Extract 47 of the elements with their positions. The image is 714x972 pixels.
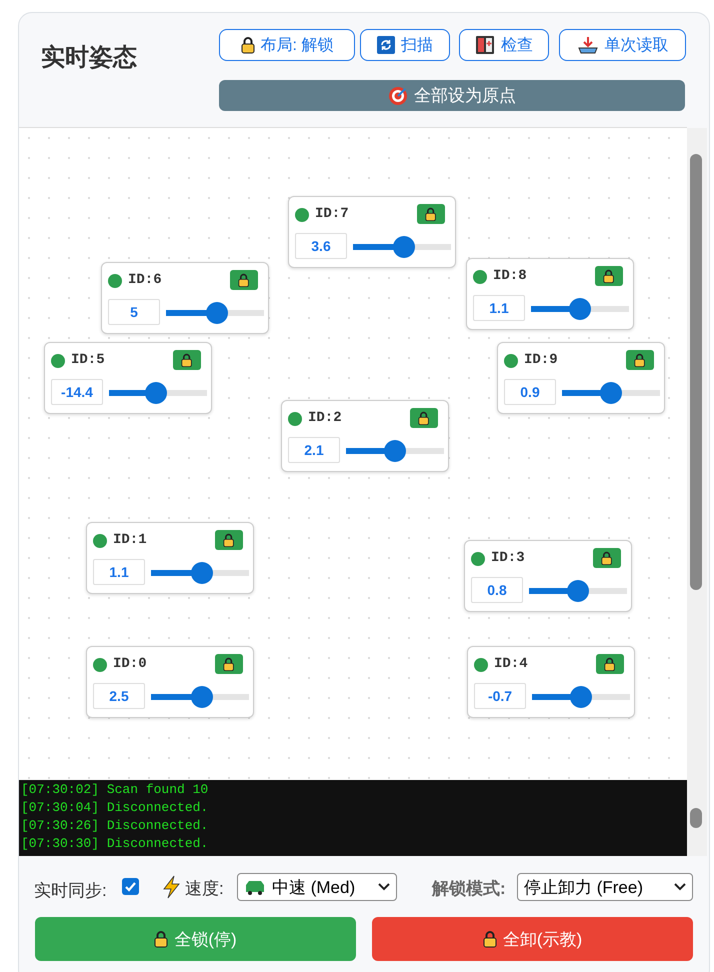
toolbar-button: 检查 <box>459 29 549 61</box>
value-field: 3.6 <box>295 233 347 259</box>
set-origin-button: 全部设为原点 <box>219 80 685 111</box>
servo-id-label: ID:6 <box>128 272 162 288</box>
value-field: 5 <box>108 299 160 325</box>
log-line: [07:30:30] Disconnected. <box>21 836 208 851</box>
servo-card <box>86 646 254 718</box>
servo-id-label: ID:5 <box>71 352 105 368</box>
servo-card <box>86 522 254 594</box>
servo-card <box>466 258 634 330</box>
servo-card <box>101 262 269 334</box>
servo-id-label: ID:8 <box>493 268 527 284</box>
page-title: 实时姿态 <box>41 43 137 73</box>
toolbar-button: 扫描 <box>360 29 450 61</box>
servo-id-label: ID:4 <box>494 656 528 672</box>
servo-id-label: ID:3 <box>491 550 525 566</box>
value-field: 0.9 <box>504 379 556 405</box>
value-field: 1.1 <box>93 559 145 585</box>
servo-card <box>281 400 449 472</box>
value-field: 0.8 <box>471 577 523 603</box>
speed-label: 速度: <box>185 878 224 900</box>
servo-card <box>467 646 635 718</box>
servo-card <box>497 342 665 414</box>
speed-dropdown: 中速 (Med) <box>237 873 397 901</box>
servo-id-label: ID:2 <box>308 410 342 426</box>
servo-card <box>44 342 212 414</box>
value-field: -14.4 <box>51 379 103 405</box>
value-field: 1.1 <box>473 295 525 321</box>
unlock-all-button: 全卸(示教) <box>372 917 693 961</box>
value-field: 2.5 <box>93 683 145 709</box>
unlock-mode-dropdown: 停止卸力 (Free) <box>517 873 693 901</box>
servo-id-label: ID:1 <box>113 532 147 548</box>
toolbar-button: 布局: 解锁 <box>219 29 355 61</box>
sync-label: 实时同步: <box>34 880 107 902</box>
value-field: -0.7 <box>474 683 526 709</box>
servo-card <box>288 196 456 268</box>
servo-id-label: ID:9 <box>524 352 558 368</box>
log-line: [07:30:02] Scan found 10 <box>21 782 208 797</box>
lock-all-button: 全锁(停) <box>35 917 356 961</box>
servo-id-label: ID:0 <box>113 656 147 672</box>
servo-id-label: ID:7 <box>315 206 349 222</box>
servo-card <box>464 540 632 612</box>
log-line: [07:30:04] Disconnected. <box>21 800 208 815</box>
unlock-mode-label: 解锁模式: <box>432 878 506 900</box>
toolbar-button: 单次读取 <box>559 29 686 61</box>
log-line: [07:30:26] Disconnected. <box>21 818 208 833</box>
value-field: 2.1 <box>288 437 340 463</box>
